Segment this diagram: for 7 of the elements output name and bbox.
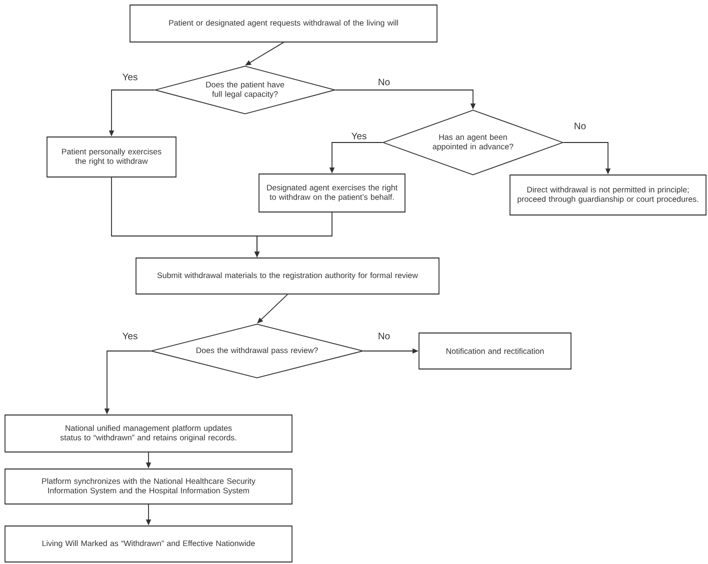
edge-label: No [376,78,392,86]
edge-label: Yes [350,132,368,140]
edge-label: No [376,332,392,340]
edge-label: Yes [121,72,139,82]
edge-label: Yes [121,332,139,340]
arrow [257,294,288,324]
edge-label: No [572,122,588,130]
